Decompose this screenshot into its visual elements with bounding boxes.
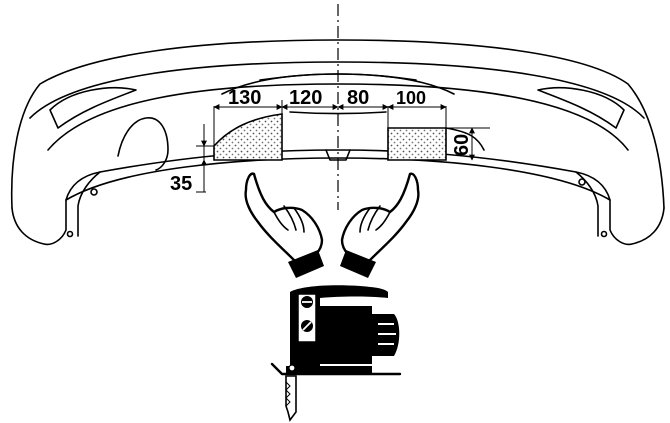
pointing-hand-icon <box>340 172 420 278</box>
rear-bumper <box>10 39 665 246</box>
dimension-120: 120 <box>289 87 322 109</box>
dimension-lines <box>196 104 490 193</box>
pointing-hand-icon <box>244 172 324 278</box>
dimension-35: 35 <box>170 173 192 195</box>
dimension-100: 100 <box>396 88 426 108</box>
dimension-60: 60 <box>451 134 473 156</box>
jigsaw-icon <box>270 285 402 422</box>
dimension-80: 80 <box>347 87 369 109</box>
dimension-130: 130 <box>228 87 261 109</box>
left-cut-zone <box>213 100 283 161</box>
